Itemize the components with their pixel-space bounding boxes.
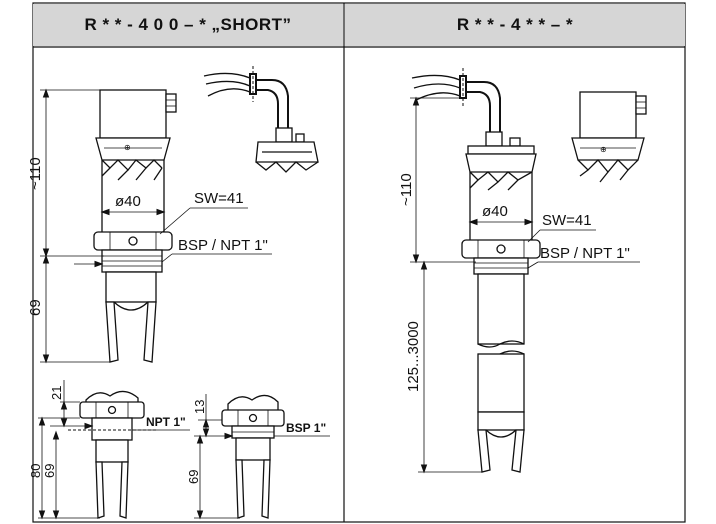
- short-bsp-detail-drawing: 13 69 BSP 1": [186, 394, 330, 520]
- short-npt-detail-drawing: 21 80 69 NPT 1": [28, 380, 190, 520]
- svg-text:⊕: ⊕: [600, 145, 607, 154]
- npt-top-label: 21: [49, 386, 64, 400]
- short-cable-variant-drawing: [203, 66, 319, 173]
- svg-text:⊕: ⊕: [124, 143, 131, 152]
- long-wrench-label: SW=41: [542, 212, 592, 229]
- header-short-variant: R * * - 4 0 0 – * „SHORT”: [33, 4, 343, 46]
- bsp-thread-label: BSP 1": [286, 421, 326, 435]
- npt-outer-label: 80: [28, 464, 43, 478]
- short-height-label: ~110: [27, 157, 44, 190]
- npt-thread-label: NPT 1": [146, 415, 186, 429]
- long-height-label: ~110: [398, 173, 415, 206]
- short-diameter-label: ø40: [115, 193, 141, 210]
- short-wrench-label: SW=41: [194, 190, 244, 207]
- short-sensor-main-drawing: ⊕ ø40 ~110: [27, 88, 272, 364]
- bsp-top-label: 13: [192, 400, 207, 414]
- long-diameter-label: ø40: [482, 203, 508, 220]
- long-length-label: 125...3000: [405, 321, 422, 392]
- short-thread-label: BSP / NPT 1": [178, 237, 268, 254]
- short-length-label: 69: [27, 299, 44, 316]
- long-plug-head-drawing: ⊕: [571, 91, 647, 183]
- long-thread-label: BSP / NPT 1": [540, 245, 630, 262]
- long-sensor-main-drawing: ø40 ~110: [398, 68, 640, 474]
- bsp-inner-label: 69: [186, 470, 201, 484]
- header-standard-variant: R * * - 4 * * – *: [345, 4, 685, 46]
- npt-inner-label: 69: [42, 464, 57, 478]
